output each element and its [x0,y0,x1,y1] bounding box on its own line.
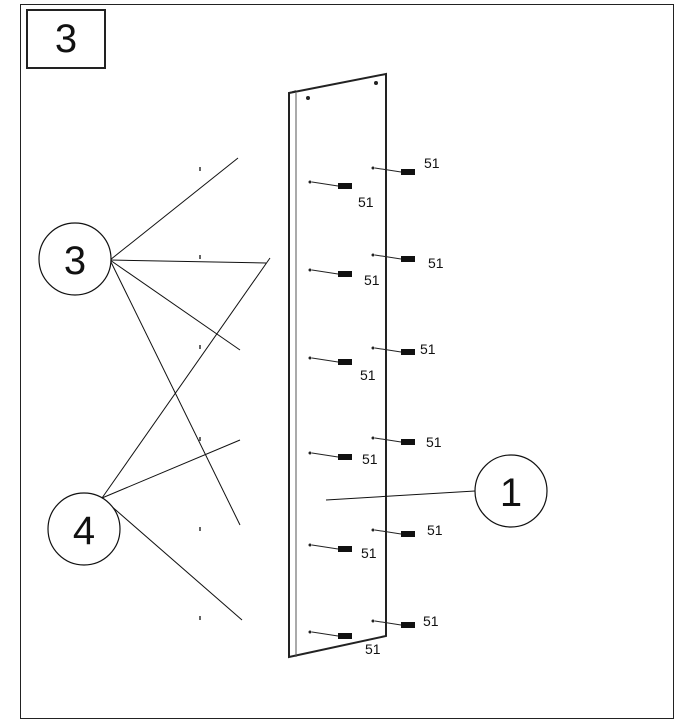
screws-group: 51 51 51 51 51 51 51 51 51 51 51 51 [308,155,444,657]
screw-label: 51 [424,155,440,171]
callout-4: 4 [47,492,121,566]
screw-51: 51 [308,180,374,210]
callout-4-label: 4 [73,509,95,553]
screw-51: 51 [308,356,376,383]
screw-51: 51 [371,434,442,450]
screw-51: 51 [371,522,443,538]
callout-1: 1 [474,454,548,528]
screw-label: 51 [365,641,381,657]
step-number-box: 3 [26,9,106,69]
screw-label: 51 [364,272,380,288]
screw-51: 51 [308,268,380,288]
screw-label: 51 [426,434,442,450]
screw-51: 51 [308,451,378,467]
instruction-frame [20,4,674,719]
screw-51: 51 [371,253,444,271]
screw-label: 51 [358,194,374,210]
side-panel [288,72,387,659]
screw-label: 51 [362,451,378,467]
screw-51: 51 [371,341,436,357]
callout-1-label: 1 [500,471,522,515]
screw-label: 51 [361,545,377,561]
screw-label: 51 [420,341,436,357]
callout-3-label: 3 [64,239,86,283]
screw-label: 51 [427,522,443,538]
leader-lines [101,157,476,621]
screw-label: 51 [423,613,439,629]
screw-51: 51 [308,630,381,657]
screw-51: 51 [371,613,439,629]
screw-label: 51 [428,255,444,271]
screw-51: 51 [308,543,377,561]
callout-3: 3 [38,222,112,296]
screw-51: 51 [371,155,440,175]
step-number: 3 [54,17,78,61]
screw-label: 51 [360,367,376,383]
